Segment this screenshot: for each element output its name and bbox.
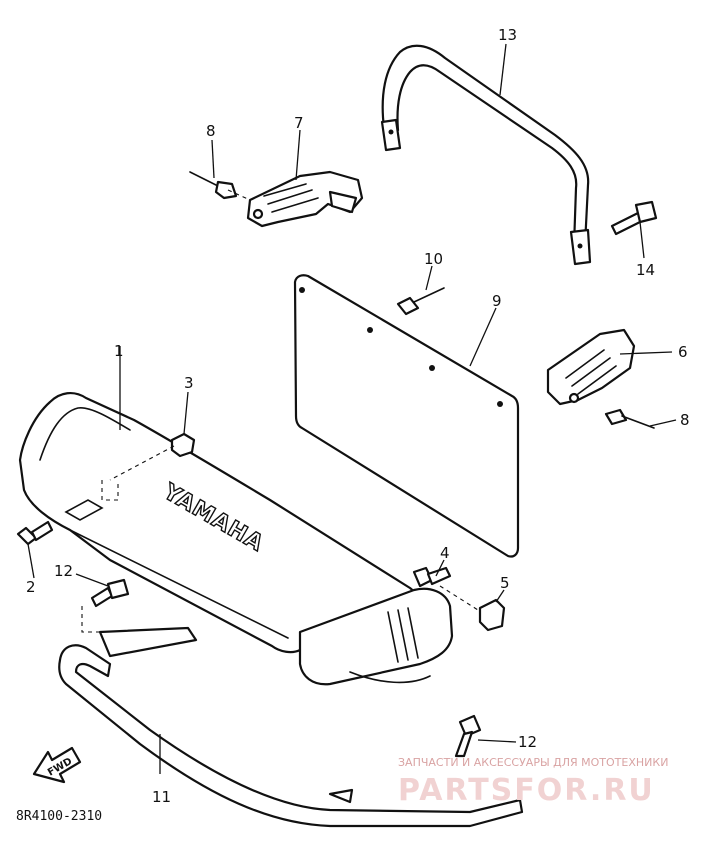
callout-7: 7 (294, 114, 304, 132)
bolt-part-14 (610, 200, 658, 236)
clip-nut-part-5 (478, 598, 506, 632)
screw-part-2 (16, 520, 54, 546)
watermark-line2: PARTSFOR.RU (398, 773, 655, 808)
bracket-part-7 (246, 170, 364, 228)
rivet-part-8-right (604, 408, 655, 429)
bolt-part-12-left (90, 578, 130, 608)
callout-labels: 1 2 3 4 5 6 7 8 8 9 10 11 12 12 13 14 (26, 26, 690, 806)
guard-bar-part-11 (58, 626, 524, 828)
nut-part-3 (170, 432, 196, 458)
callout-8-top: 8 (206, 122, 216, 140)
callout-9: 9 (492, 292, 502, 310)
rivet-part-8-top (189, 171, 238, 200)
callout-12-bottom: 12 (518, 733, 537, 751)
rivet-part-10 (396, 287, 445, 316)
bolt-part-12-bottom (454, 714, 482, 758)
callout-10: 10 (424, 250, 443, 268)
callout-12-left: 12 (54, 562, 73, 580)
plate-panel-part-9 (293, 274, 520, 558)
grab-handle-part-13 (380, 44, 592, 266)
bolt-part-4 (412, 566, 452, 588)
callout-14: 14 (636, 261, 655, 279)
watermark-line1: ЗАПЧАСТИ И АКСЕССУАРЫ ДЛЯ МОТОТЕХНИКИ (398, 756, 668, 769)
bracket-part-6 (546, 328, 636, 406)
watermark: ЗАПЧАСТИ И АКСЕССУАРЫ ДЛЯ МОТОТЕХНИКИ PA… (398, 756, 668, 808)
fender-body-part-1: YAMAHA (18, 392, 454, 686)
forward-arrow-icon: FWD (32, 746, 82, 784)
callout-6: 6 (678, 343, 688, 361)
callout-4: 4 (440, 544, 450, 562)
diagram-code: 8R4100-2310 (16, 809, 102, 824)
callout-3: 3 (184, 374, 194, 392)
assembly-lines (81, 189, 479, 633)
callout-13: 13 (498, 26, 517, 44)
callout-2: 2 (26, 578, 36, 596)
callout-5: 5 (500, 574, 510, 592)
leader-lines (27, 43, 677, 774)
callout-1: 1 (114, 342, 124, 360)
callout-11: 11 (152, 788, 171, 806)
callout-8-right: 8 (680, 411, 690, 429)
